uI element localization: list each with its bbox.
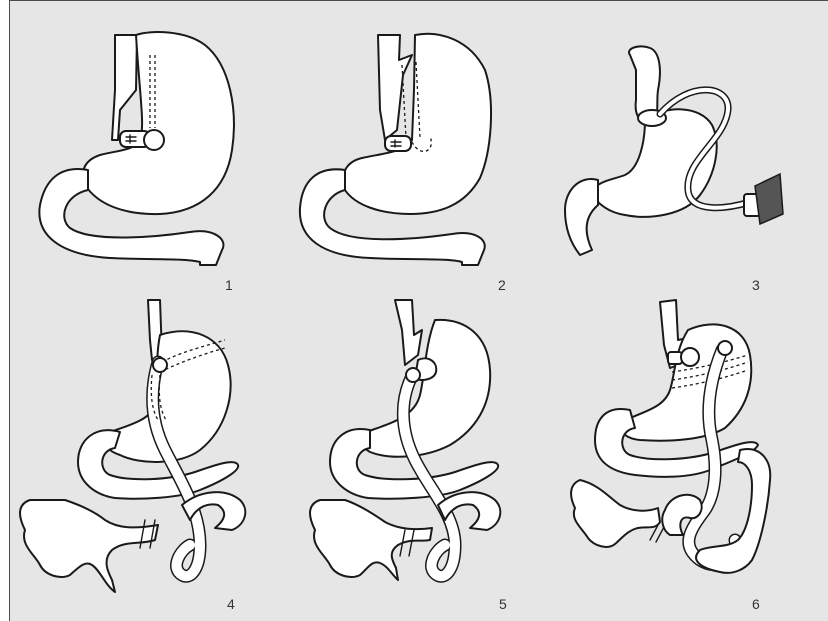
panel-6-label: 6 (752, 596, 760, 612)
panel-3-duodenum (565, 179, 598, 255)
panel-4-colon (20, 500, 158, 592)
panel-5-anastomosis (406, 368, 420, 382)
panel-5-esophagus (395, 300, 422, 365)
panel-1: 1 (39, 32, 234, 293)
panel-4: 4 (20, 300, 245, 612)
panel-6-pouch-anastomosis (681, 348, 699, 366)
panel-6: 6 (571, 300, 770, 612)
panel-5-stomach (361, 320, 490, 457)
panel-6-stomach (621, 324, 751, 440)
panel-6-colon (571, 480, 660, 547)
panel-5-colon (310, 500, 432, 580)
panel-2-label: 2 (498, 277, 506, 293)
panel-2-stomach (343, 34, 491, 214)
panel-1-band-port (144, 130, 164, 150)
panel-2-esophagus (378, 35, 412, 140)
panel-5: 5 (310, 300, 507, 612)
panel-1-label: 1 (225, 277, 233, 293)
panel-2-gastric-band (385, 136, 411, 151)
panel-1-esophagus (112, 35, 137, 140)
panel-6-anastomosis (718, 341, 732, 355)
panel-4-anastomosis (153, 358, 167, 372)
panel-3-label: 3 (752, 277, 760, 293)
panel-1-stomach (83, 32, 234, 214)
panel-5-label: 5 (499, 596, 507, 612)
panel-6-gastric-band (668, 352, 682, 364)
panel-3: 3 (565, 46, 783, 293)
panel-4-label: 4 (227, 596, 235, 612)
panel-3-access-port (755, 174, 783, 224)
panel-2: 2 (300, 34, 506, 293)
